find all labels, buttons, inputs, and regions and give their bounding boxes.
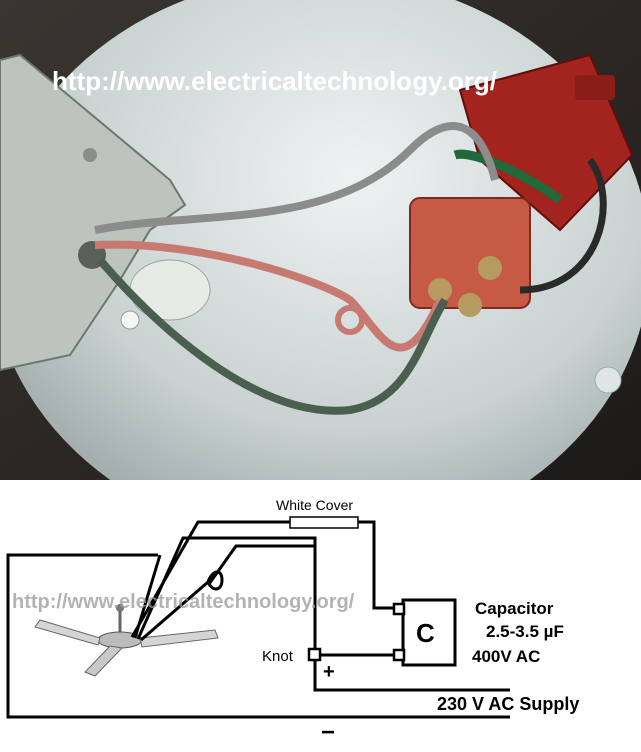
white-cover-label: White Cover (276, 497, 353, 513)
fan-housing-outline (6, 553, 510, 719)
capacitor-terminal-top (392, 602, 406, 616)
photo-watermark: http://www.electricaltechnology.org/ (52, 66, 497, 96)
motor-lead-loop (140, 544, 315, 642)
capacitor-rating: 2.5-3.5 µF (486, 622, 564, 641)
black-wire (519, 157, 607, 294)
motor-lead-second (136, 536, 317, 655)
capacitor-symbol: C (416, 618, 435, 648)
white-cover-sleeve (289, 516, 359, 529)
ceiling-fan-wiring-photo: http://www.electricaltechnology.org/ (0, 0, 641, 480)
plus-sign: + (323, 661, 335, 683)
supply-label: 230 V AC Supply (437, 694, 579, 714)
rivet-right (594, 366, 622, 394)
capacitor-voltage: 400V AC (472, 647, 540, 666)
knot-to-supply-wire (313, 660, 510, 692)
knot-terminal (307, 647, 322, 662)
bracket-screw (83, 148, 97, 162)
green-wire (96, 257, 449, 415)
red-wire (94, 240, 444, 352)
capacitor-box (401, 598, 457, 667)
knot-label: Knot (262, 648, 294, 665)
fan-capacitor-wiring-diagram: White Cover C Capacitor 2.5-3.5 µF 400V … (0, 480, 641, 752)
motor-lead-middle (133, 554, 162, 639)
rubber-bushing (129, 259, 211, 321)
wire-knot (335, 305, 365, 335)
terminal-block (409, 197, 531, 317)
diagram-watermark: http://www.electricaltechnology.org/ (12, 591, 355, 613)
motor-lead-top (130, 520, 395, 638)
mounting-bracket (0, 53, 187, 372)
rivet (120, 310, 140, 330)
grey-wire (94, 122, 499, 234)
capacitor-terminal-bottom (392, 648, 406, 662)
capacitor-title: Capacitor (475, 599, 554, 618)
minus-sign: − (321, 719, 335, 746)
capacitor-box (453, 53, 634, 232)
